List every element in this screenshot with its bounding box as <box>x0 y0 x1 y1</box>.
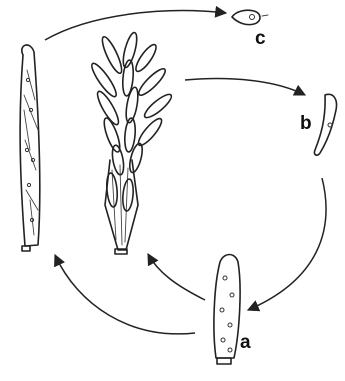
arrow-a-to-tall-cell <box>55 255 195 334</box>
curved-cell-b <box>314 94 336 155</box>
arrow-top-to-c <box>45 11 226 40</box>
arrow-b-to-a <box>248 178 326 310</box>
label-c: c <box>255 28 266 49</box>
arrow-a-to-colony <box>148 254 205 300</box>
elongated-cell <box>20 45 40 251</box>
label-a: a <box>240 332 251 353</box>
swarmer-cell-c <box>232 10 268 24</box>
branching-colony <box>88 31 174 254</box>
label-b: b <box>300 113 312 134</box>
arrow-colony-to-b <box>185 79 305 95</box>
cell-a <box>214 255 240 365</box>
